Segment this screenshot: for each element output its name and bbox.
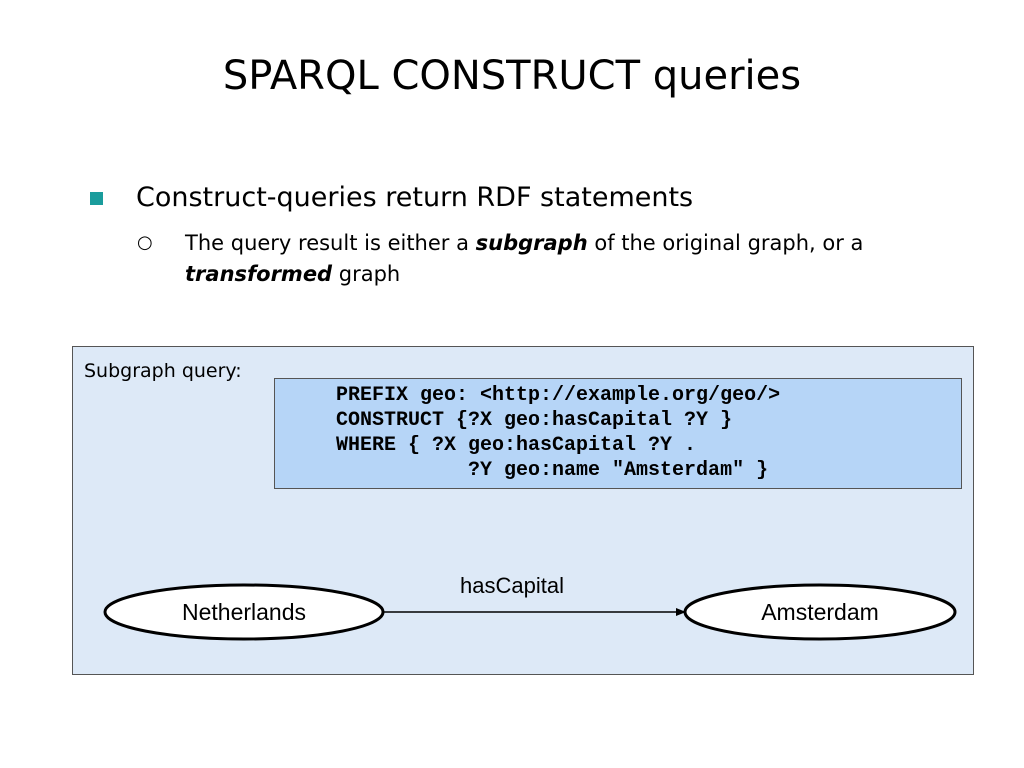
node-label-netherlands: Netherlands: [182, 599, 306, 625]
node-amsterdam: [683, 583, 957, 641]
emphasis-subgraph: subgraph: [475, 231, 588, 255]
code-line-where: WHERE { ?X geo:hasCapital ?Y .: [336, 434, 697, 457]
code-line-construct: CONSTRUCT {?X geo:hasCapital ?Y }: [336, 409, 733, 432]
sub-bullet-part: of the original graph, or a: [587, 231, 864, 255]
code-line-prefix: PREFIX geo: <http://example.org/geo/>: [336, 384, 781, 407]
sub-bullet-part: graph: [332, 262, 401, 286]
sub-bullet-item: ○ The query result is either a subgraph …: [137, 228, 957, 292]
code-line-name: ?Y geo:name "Amsterdam" }: [336, 459, 769, 482]
sub-bullet-part: The query result is either a: [185, 231, 476, 255]
bullet-text: Construct-queries return RDF statements: [136, 182, 694, 213]
slide-title: SPARQL CONSTRUCT queries: [222, 53, 802, 99]
panel-label: Subgraph query:: [84, 360, 242, 382]
node-label-amsterdam: Amsterdam: [761, 599, 879, 625]
sub-bullet-text: The query result is either a subgraph of…: [185, 228, 945, 290]
square-bullet-icon: [90, 192, 103, 205]
circle-bullet-icon: ○: [137, 232, 153, 253]
bullet-item: Construct-queries return RDF statements: [88, 180, 988, 216]
emphasis-transformed: transformed: [185, 262, 333, 286]
query-code-box: [274, 378, 962, 489]
edge-label-hascapital: hasCapital: [460, 573, 564, 598]
node-netherlands: [103, 583, 385, 641]
